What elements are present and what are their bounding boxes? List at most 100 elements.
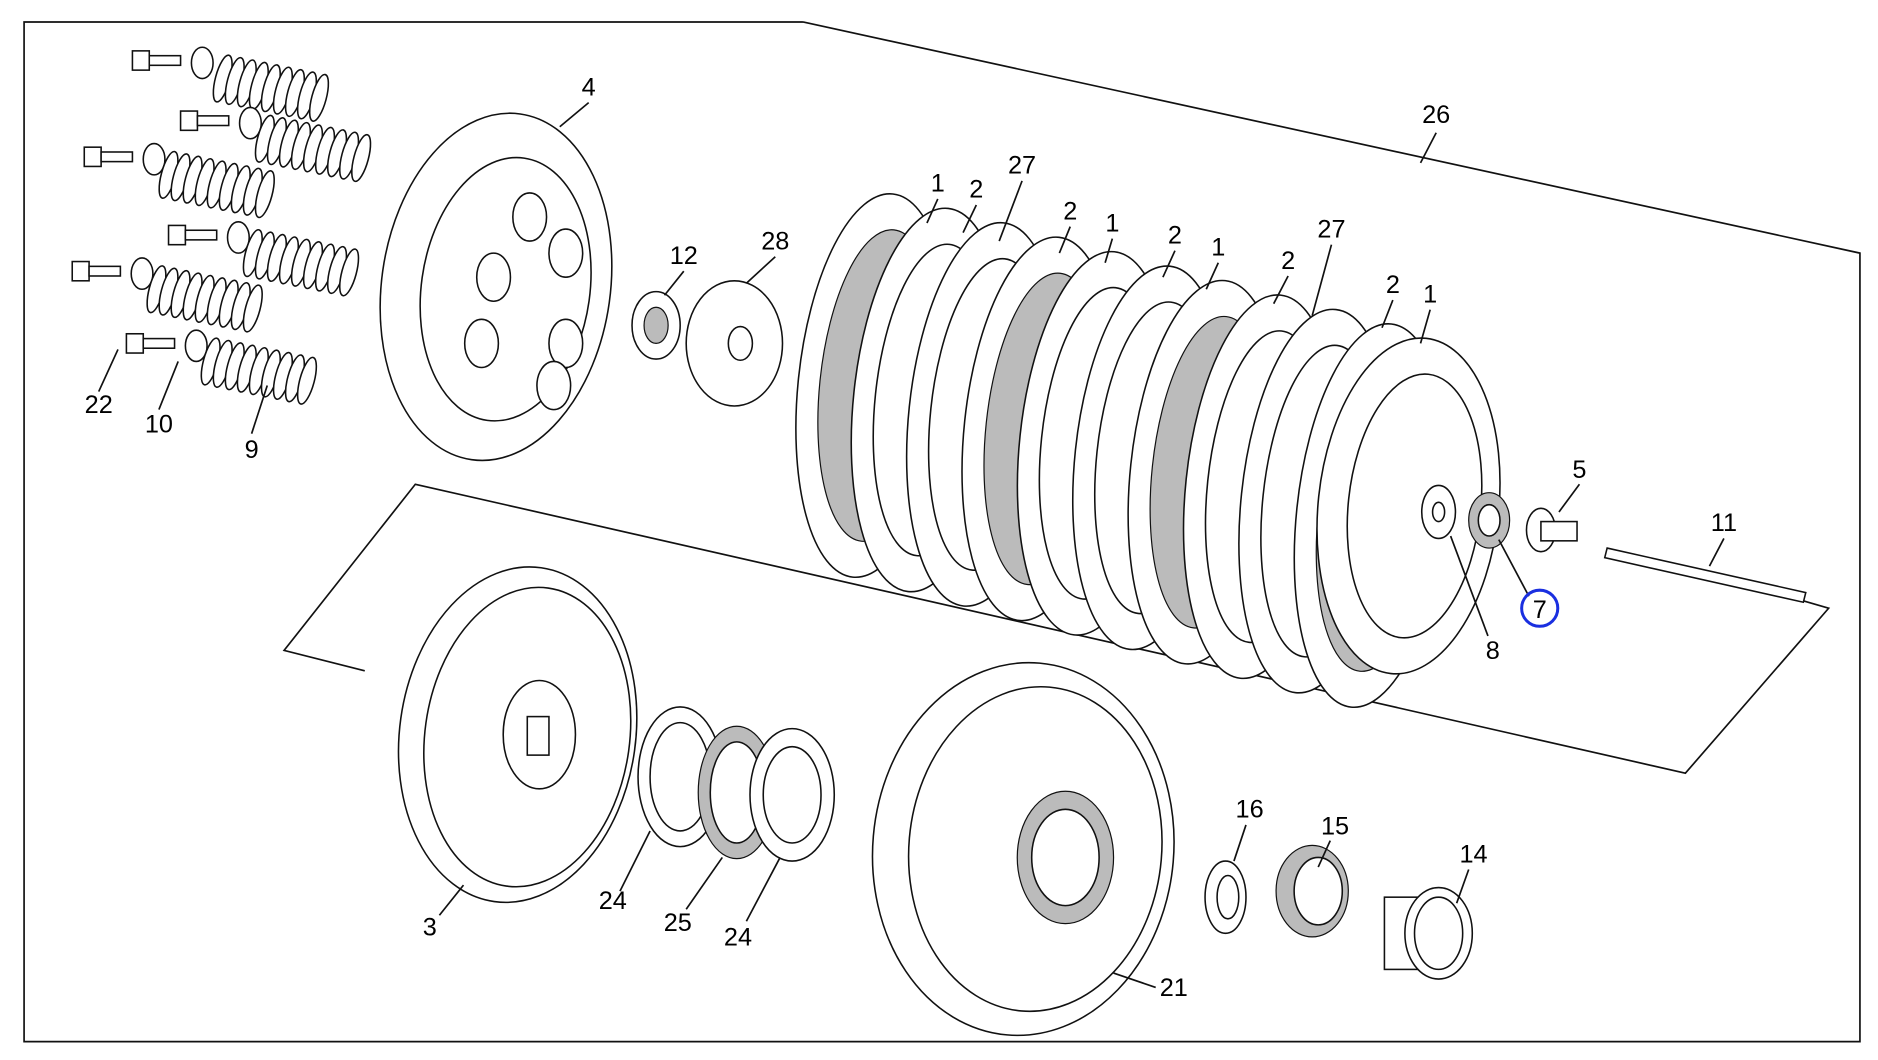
clutch-hub-3-spline-icon: [526, 715, 550, 756]
leader-line: [1233, 824, 1247, 862]
leader-line: [1113, 972, 1156, 989]
washer-icon: [142, 142, 166, 176]
leader-line: [250, 385, 269, 434]
leader-line: [1311, 244, 1333, 316]
washer-icon: [130, 257, 154, 291]
callout-9[interactable]: 9: [245, 436, 259, 464]
leader-line: [559, 101, 590, 128]
callout-24[interactable]: 24: [599, 887, 627, 915]
callout-24[interactable]: 24: [724, 923, 752, 951]
bolt-head-icon: [167, 224, 187, 246]
leader-line: [1104, 238, 1114, 263]
bolt-head-icon: [179, 110, 199, 132]
washer-icon: [238, 106, 263, 140]
callout-1[interactable]: 1: [931, 170, 945, 198]
callout-28[interactable]: 28: [761, 228, 789, 256]
pressure-plate-boss-icon: [463, 318, 500, 369]
needle-bearing-7-bore-icon: [1477, 503, 1501, 537]
frame-outline: [23, 21, 1861, 1043]
leader-line: [998, 180, 1023, 242]
leader-line: [1449, 535, 1489, 637]
washer-8-bore-icon: [1431, 501, 1446, 523]
leader-line: [685, 856, 723, 910]
callout-22[interactable]: 22: [85, 391, 113, 419]
callout-27[interactable]: 27: [1008, 152, 1036, 180]
pressure-plate-boss-icon: [548, 318, 584, 369]
pressure-plate-boss-icon: [548, 228, 584, 278]
leader-line: [438, 884, 465, 916]
leader-line: [1455, 869, 1470, 904]
subassembly-bracket: [282, 483, 1831, 775]
callout-12[interactable]: 12: [670, 242, 698, 270]
spring-coil-icon: [242, 284, 263, 333]
bolt-head-icon: [71, 260, 90, 282]
callout-2[interactable]: 2: [1281, 247, 1295, 275]
callout-14[interactable]: 14: [1459, 840, 1487, 868]
leader-line: [1558, 483, 1581, 513]
leader-line: [1381, 299, 1394, 329]
callout-2[interactable]: 2: [1386, 271, 1400, 299]
callout-27[interactable]: 27: [1317, 215, 1345, 243]
callout-21[interactable]: 21: [1160, 974, 1188, 1002]
callout-2[interactable]: 2: [969, 176, 983, 204]
bolt-shank-icon: [142, 337, 176, 350]
leader-line: [745, 857, 781, 922]
callout-11[interactable]: 11: [1711, 509, 1737, 537]
callout-10[interactable]: 10: [145, 410, 173, 438]
leader-line: [158, 361, 179, 410]
callout-15[interactable]: 15: [1321, 813, 1349, 841]
pushrod-piece-5-shaft-icon: [1540, 520, 1578, 542]
pressure-plate-boss-icon: [536, 360, 572, 411]
callout-1[interactable]: 1: [1211, 234, 1225, 262]
highlight-circle[interactable]: [1520, 588, 1560, 628]
callout-1[interactable]: 1: [1105, 209, 1119, 237]
lock-washer-16-bore-icon: [1216, 874, 1240, 920]
callout-1[interactable]: 1: [1423, 280, 1437, 308]
bolt-shank-icon: [196, 115, 230, 127]
callout-5[interactable]: 5: [1572, 456, 1586, 484]
leader-line: [97, 349, 119, 392]
leader-line: [962, 204, 978, 234]
spring-coil-icon: [338, 248, 360, 297]
washer-icon: [190, 46, 214, 80]
callout-3[interactable]: 3: [423, 914, 437, 942]
leader-line: [1419, 309, 1431, 344]
spring-coil-icon: [296, 356, 318, 405]
callout-2[interactable]: 2: [1063, 197, 1077, 225]
bolt-head-icon: [83, 146, 102, 168]
callout-8[interactable]: 8: [1486, 637, 1500, 665]
leader-line: [619, 830, 651, 892]
clutch-basket-21-bore-icon: [1030, 808, 1100, 907]
spring-coil-icon: [308, 73, 330, 122]
bolt-shank-icon: [100, 151, 134, 163]
washer-icon: [184, 329, 208, 363]
leader-line: [1058, 226, 1071, 254]
bolt-head-icon: [131, 50, 151, 71]
bolt-shank-icon: [88, 265, 122, 277]
spring-coil-icon: [351, 133, 372, 183]
nut-thread-icon: [643, 306, 669, 345]
leader-line: [1317, 840, 1332, 868]
leader-line: [1498, 539, 1530, 597]
pressure-plate-boss-icon: [512, 192, 548, 242]
callout-16[interactable]: 16: [1236, 796, 1264, 824]
callout-2[interactable]: 2: [1168, 221, 1182, 249]
callout-4[interactable]: 4: [582, 73, 596, 101]
callout-7[interactable]: 7: [1533, 596, 1547, 624]
leader-line: [745, 256, 776, 284]
leader-line: [1162, 250, 1176, 278]
bolt-shank-icon: [148, 54, 182, 67]
callout-26[interactable]: 26: [1422, 101, 1450, 129]
leader-line: [1272, 275, 1289, 305]
washer-icon: [226, 221, 250, 254]
spring-coil-icon: [254, 170, 275, 219]
callout-25[interactable]: 25: [664, 909, 692, 937]
needle-bearing-15-bore-icon: [1293, 856, 1344, 926]
bearing-bore-icon: [727, 325, 754, 362]
bushing-14-bore-icon: [1413, 896, 1464, 971]
pressure-plate-boss-icon: [475, 252, 512, 303]
leader-line: [1205, 262, 1220, 290]
leader-line: [1708, 538, 1725, 567]
